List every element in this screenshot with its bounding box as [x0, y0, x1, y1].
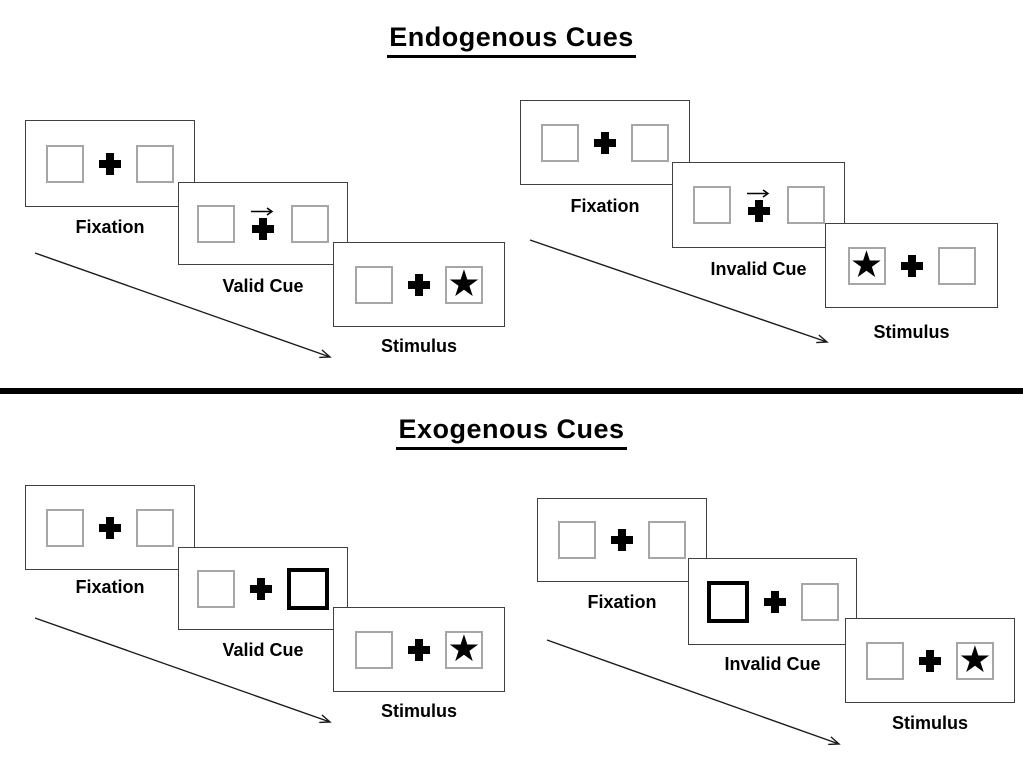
right-box: [631, 123, 669, 162]
step-label: Invalid Cue: [710, 259, 807, 279]
left-box-with-star: ★: [847, 243, 886, 286]
step-label: Stimulus: [873, 322, 950, 342]
step-label: Invalid Cue: [724, 654, 821, 674]
step-label: Valid Cue: [222, 276, 304, 296]
fixation-cross-icon: [408, 638, 430, 661]
panel-endo-valid-fixation: [25, 120, 195, 207]
central-cue: [746, 188, 772, 222]
left-box: [46, 144, 84, 183]
left-box: [46, 508, 84, 547]
fixation-cross-icon: [763, 590, 786, 613]
fixation-cross-icon: [594, 131, 616, 154]
panel-endo-invalid-stimulus: ★: [825, 223, 998, 308]
right-arrow-icon: [251, 207, 274, 216]
right-box: [937, 246, 976, 285]
panel-exo-valid-cue: [178, 547, 348, 630]
right-arrow-icon: [746, 188, 769, 198]
fixation-cross-icon: [747, 199, 770, 222]
panel-exo-invalid-cue: [688, 558, 857, 645]
step-label: Valid Cue: [222, 640, 304, 660]
right-box-with-star: ★: [445, 262, 483, 305]
section-title-exogenous-wrap: Exogenous Cues: [0, 414, 1023, 450]
fixation-cross-icon: [919, 649, 941, 672]
right-box-highlighted: [287, 567, 329, 610]
left-box: [197, 569, 235, 608]
fixation-cross-icon: [900, 254, 923, 277]
section-divider: [0, 388, 1023, 394]
left-box: [197, 204, 235, 243]
section-title-endogenous-wrap: Endogenous Cues: [0, 22, 1023, 58]
star-icon: ★: [849, 243, 884, 286]
right-box: [291, 204, 329, 243]
left-box: [558, 521, 596, 559]
left-box: [692, 186, 731, 224]
panel-endo-invalid-cue: [672, 162, 845, 248]
star-icon: ★: [447, 627, 481, 670]
right-box: [648, 521, 686, 559]
right-box-with-star: ★: [445, 627, 483, 670]
step-label: Stimulus: [380, 336, 457, 356]
step-label: Stimulus: [891, 713, 968, 733]
step-label: Stimulus: [380, 701, 457, 721]
left-box: [866, 641, 904, 680]
star-icon: ★: [958, 638, 992, 681]
fixation-cross-icon: [408, 273, 430, 296]
right-box: [136, 508, 174, 547]
left-box: [355, 630, 393, 669]
left-box-highlighted: [706, 580, 749, 623]
central-cue: [250, 207, 276, 240]
left-box: [541, 123, 579, 162]
section-title-exogenous: Exogenous Cues: [396, 414, 627, 450]
right-box-with-star: ★: [956, 638, 994, 681]
fixation-cross-icon: [252, 218, 274, 240]
left-box: [355, 265, 393, 304]
panel-endo-valid-stimulus: ★: [333, 242, 505, 327]
right-box: [786, 186, 825, 224]
sequence-arrow-exogenous-valid: [34, 617, 332, 724]
fixation-cross-icon: [99, 152, 121, 175]
panel-endo-invalid-fixation: [520, 100, 690, 185]
step-label: Fixation: [75, 217, 145, 237]
panel-exo-valid-stimulus: ★: [333, 607, 505, 692]
panel-exo-invalid-stimulus: ★: [845, 618, 1015, 703]
right-box: [800, 582, 839, 621]
panel-endo-valid-cue: [178, 182, 348, 265]
sequence-arrow-endogenous-invalid: [529, 239, 829, 344]
panel-exo-invalid-fixation: [537, 498, 707, 582]
fixation-cross-icon: [99, 516, 121, 539]
right-box: [136, 144, 174, 183]
star-icon: ★: [447, 262, 481, 305]
sequence-arrow-endogenous-valid: [34, 252, 332, 359]
section-title-endogenous: Endogenous Cues: [387, 22, 636, 58]
fixation-cross-icon: [611, 529, 633, 551]
step-label: Fixation: [570, 196, 640, 216]
fixation-cross-icon: [250, 577, 272, 600]
panel-exo-valid-fixation: [25, 485, 195, 570]
step-label: Fixation: [587, 592, 657, 612]
step-label: Fixation: [75, 577, 145, 597]
